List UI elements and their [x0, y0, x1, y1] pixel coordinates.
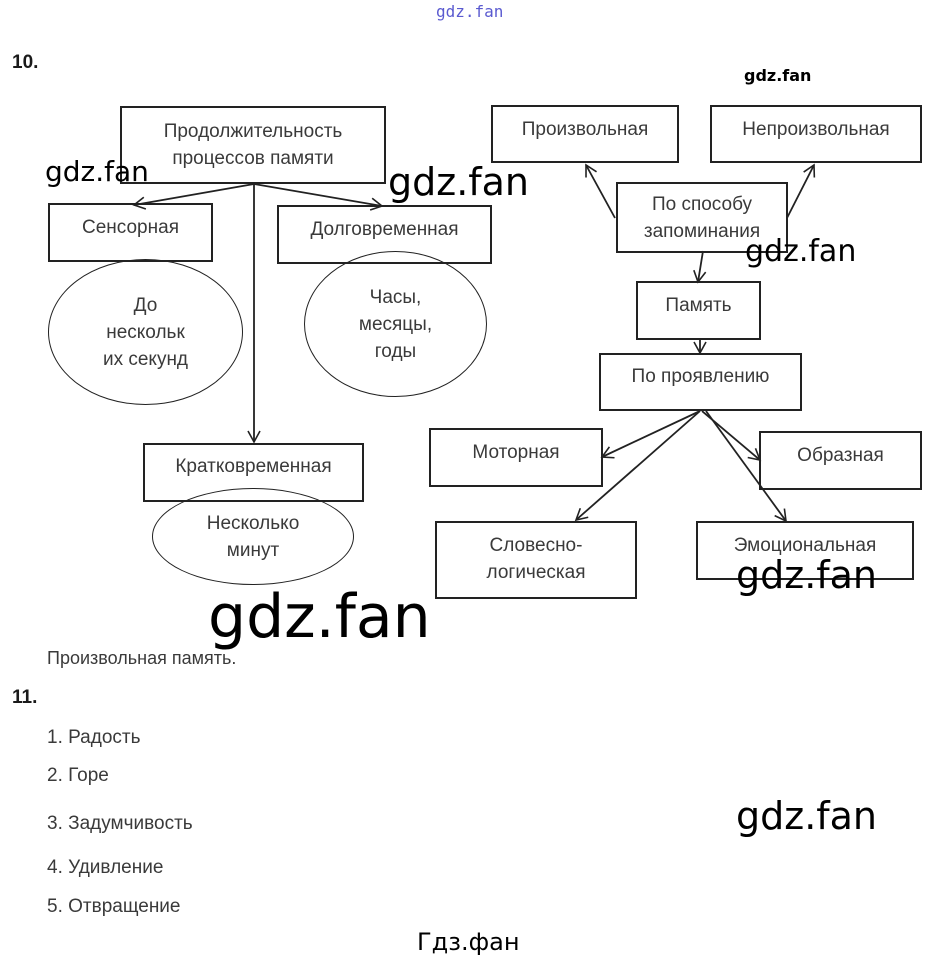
- box-label: Сенсорная: [82, 217, 179, 238]
- task-10-answer: Произвольная память.: [47, 648, 237, 668]
- watermark: gdz.fan: [736, 794, 878, 838]
- oval-sensory-duration: До нескольк их секунд: [48, 259, 243, 405]
- box-label: Кратковременная: [175, 456, 332, 477]
- box-label: По проявлению: [631, 366, 770, 387]
- arrow-method-to-involuntary: [786, 163, 816, 219]
- arrow-root-to-sensory: [132, 183, 255, 210]
- task-11-number: 11.: [12, 687, 38, 708]
- box-by-manifestation: По проявлению: [599, 353, 802, 411]
- arrow-manifestation-to-emotional: [705, 410, 787, 523]
- oval-short-term-duration: Несколько минут: [152, 488, 354, 585]
- arrow-manifestation-to-verbal: [574, 410, 701, 522]
- watermark: gdz.fan: [45, 155, 149, 188]
- box-sensory: Сенсорная: [48, 203, 213, 262]
- box-label: Продолжительность процессов памяти: [163, 121, 343, 169]
- box-memory-process-duration: Продолжительность процессов памяти: [120, 106, 386, 184]
- emotion-list-item: 4. Удивление: [47, 857, 164, 878]
- box-emotional: Эмоциональная: [696, 521, 914, 580]
- box-label: По способу запоминания: [643, 194, 761, 242]
- box-label: Моторная: [472, 442, 560, 463]
- box-label: Непроизвольная: [742, 119, 890, 140]
- watermark-footer: Гдз.фан: [417, 928, 520, 956]
- oval-label: Несколько минут: [206, 512, 300, 561]
- emotion-list-item: 3. Задумчивость: [47, 813, 193, 834]
- box-label: Эмоциональная: [733, 535, 877, 556]
- watermark: gdz.fan: [736, 553, 878, 597]
- arrow-root-to-long-term: [253, 183, 384, 211]
- watermark-top: gdz.fan: [436, 2, 504, 21]
- box-memory: Память: [636, 281, 761, 340]
- watermark: gdz.fan: [208, 582, 431, 652]
- task-10-number: 10.: [12, 52, 39, 73]
- box-label: Память: [665, 295, 732, 316]
- box-by-memorization-method: По способу запоминания: [616, 182, 788, 253]
- emotion-list-item: 5. Отвращение: [47, 896, 181, 917]
- emotion-list-item: 1. Радость: [47, 727, 141, 748]
- box-involuntary: Непроизвольная: [710, 105, 922, 163]
- box-figurative: Образная: [759, 431, 922, 490]
- box-verbal-logical: Словесно- логическая: [435, 521, 637, 599]
- box-motor: Моторная: [429, 428, 603, 487]
- arrow-method-to-memory: [693, 250, 707, 284]
- box-label: Долговременная: [310, 219, 459, 240]
- box-label: Образная: [797, 445, 884, 466]
- arrow-manifestation-to-motor: [600, 410, 701, 459]
- oval-long-term-duration: Часы, месяцы, годы: [304, 251, 487, 397]
- watermark: gdz.fan: [388, 160, 530, 204]
- arrow-method-to-voluntary: [585, 163, 616, 219]
- watermark: gdz.fan: [745, 234, 857, 269]
- box-label: Произвольная: [521, 119, 649, 140]
- emotion-list-item: 2. Горе: [47, 765, 109, 786]
- oval-label: Часы, месяцы, годы: [358, 286, 433, 362]
- oval-label: До нескольк их секунд: [102, 294, 189, 370]
- watermark: gdz.fan: [744, 66, 812, 85]
- box-voluntary: Произвольная: [491, 105, 679, 163]
- box-label: Словесно- логическая: [486, 535, 586, 583]
